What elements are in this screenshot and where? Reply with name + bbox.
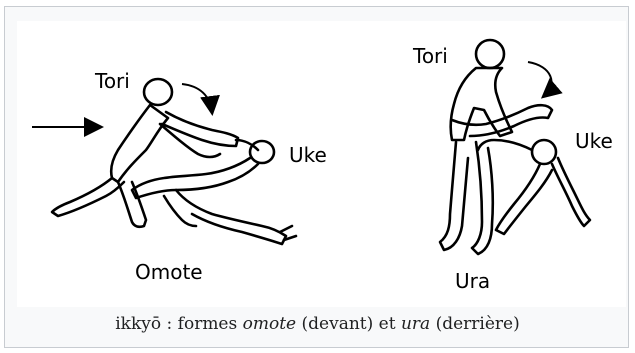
- figure-caption: ikkyō : formes omote (devant) et ura (de…: [0, 314, 635, 334]
- omote-label: Omote: [135, 260, 203, 284]
- tori-label-right: Tori: [413, 44, 448, 68]
- caption-term-ura: ura: [401, 314, 430, 334]
- uke-figure-ura: [478, 140, 590, 234]
- rotation-arrow-omote: [182, 84, 212, 112]
- tori-label-left: Tori: [95, 69, 130, 93]
- caption-prefix: ikkyō : formes: [115, 314, 242, 334]
- caption-term-omote: omote: [243, 314, 296, 334]
- uke-label-right: Uke: [575, 129, 613, 153]
- rotation-arrow-ura: [528, 62, 551, 96]
- caption-suffix: (derrière): [430, 314, 520, 334]
- caption-middle: (devant) et: [296, 314, 401, 334]
- ura-label: Ura: [455, 269, 490, 293]
- tori-figure-ura: [440, 40, 552, 254]
- uke-label-left: Uke: [289, 143, 327, 167]
